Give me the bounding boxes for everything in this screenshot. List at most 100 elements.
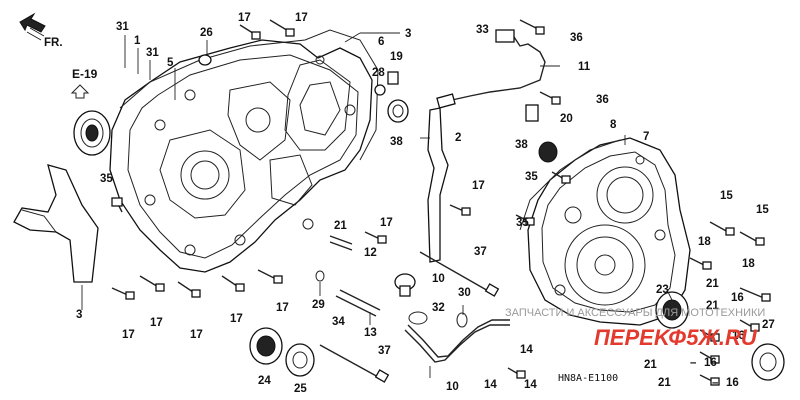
label-5: 5	[167, 57, 174, 69]
label-4: 3	[405, 28, 411, 40]
label-38a: 38	[390, 136, 403, 148]
label-17b: 17	[295, 12, 308, 24]
label-13: 13	[364, 327, 377, 339]
label-35c: 35	[100, 173, 113, 185]
label-17d: 17	[380, 217, 393, 229]
label-31b: 31	[146, 47, 159, 59]
front-arrow-icon	[19, 12, 46, 41]
washer-22	[302, 218, 314, 230]
label-17a: 17	[238, 12, 251, 24]
label-35b: 35	[516, 217, 529, 229]
label-14c: 14	[524, 379, 537, 391]
label-38b: 38	[515, 139, 528, 151]
shaft-13	[339, 289, 381, 311]
label-2: 2	[455, 132, 461, 144]
label-16a: 16	[731, 292, 744, 304]
o-ring-32	[408, 311, 428, 325]
watermark-logo: ΠΕΡΕΚΦ5Ж.RU	[594, 325, 758, 350]
label-20: 20	[560, 113, 573, 125]
label-10: 10	[446, 381, 459, 393]
oil-seal-38b	[538, 141, 558, 163]
label-33: 33	[476, 24, 489, 36]
leader-lines	[81, 32, 673, 378]
bolt-37a	[419, 251, 491, 293]
oil-seal-38	[387, 99, 409, 123]
label-36b: 36	[596, 94, 609, 106]
label-29: 29	[312, 299, 325, 311]
label-25: 25	[294, 383, 307, 395]
washer-30	[456, 312, 468, 328]
sensor-12	[329, 235, 353, 245]
label-17c: 17	[472, 180, 485, 192]
label-32: 32	[432, 302, 445, 314]
filler-cap	[394, 273, 416, 297]
label-37b: 37	[378, 345, 391, 357]
label-17g: 17	[190, 329, 203, 341]
label-37a: 37	[474, 246, 487, 258]
bearing-left	[73, 110, 111, 156]
label-35a: 35	[525, 171, 538, 183]
oil-pipe	[404, 324, 510, 363]
label-24: 24	[258, 375, 271, 387]
ref-label: E-19	[72, 67, 98, 81]
label-30: 30	[458, 287, 471, 299]
label-14a: 14	[520, 344, 533, 356]
label-21a: 21	[706, 278, 719, 290]
label-16d: 16	[726, 377, 739, 389]
label-36a: 36	[570, 32, 583, 44]
label-16-dash: –	[690, 357, 697, 369]
label-17i: 17	[122, 329, 135, 341]
label-21d: 21	[658, 377, 671, 389]
label-17e: 17	[276, 302, 289, 314]
up-arrow-icon	[70, 84, 90, 99]
watermark-text: ЗАПЧАСТИ И АКСЕССУАРЫ ДЛЯ МОТОТЕХНИКИ	[505, 307, 765, 319]
label-7: 7	[643, 131, 649, 143]
label-14b: 14	[484, 379, 497, 391]
label-27: 27	[762, 319, 775, 331]
bolt-37b	[319, 344, 381, 379]
oil-seal-right	[751, 343, 785, 381]
label-21c: 21	[644, 359, 657, 371]
part-labels: 31 1 31 5 26 17 17 3 6 19 28 33 36 11 36…	[76, 12, 775, 395]
plug-19	[387, 71, 399, 85]
label-17h: 17	[150, 317, 163, 329]
seal-26	[198, 54, 212, 66]
label-22: 21	[334, 220, 347, 232]
label-16c: 16	[704, 357, 717, 369]
label-15b: 15	[756, 204, 769, 216]
bearing-right	[655, 291, 689, 329]
label-1: 1	[134, 35, 141, 47]
gasket-right	[519, 139, 621, 231]
label-34: 34	[332, 316, 345, 328]
seal-28	[374, 84, 386, 96]
label-15a: 15	[720, 190, 733, 202]
label-12: 12	[364, 247, 377, 259]
label-28: 28	[372, 67, 385, 79]
bracket-2	[427, 107, 449, 263]
label-19: 19	[390, 51, 403, 63]
label-18a: 18	[698, 236, 711, 248]
bracket	[13, 164, 99, 283]
bearing-bottom	[249, 327, 283, 365]
label-16b: 16	[732, 330, 745, 342]
front-label: FR.	[44, 37, 63, 49]
label-21b: 21	[706, 300, 719, 312]
label-8: 8	[610, 119, 617, 131]
label-6: 6	[378, 36, 384, 48]
label-17f: 17	[230, 313, 243, 325]
washer-29	[315, 270, 325, 282]
sensor-harness	[436, 29, 546, 122]
label-23: 23	[656, 284, 669, 296]
label-11: 11	[578, 61, 591, 73]
label-18b: 18	[742, 258, 755, 270]
label-26: 26	[200, 27, 213, 39]
crankcase-left	[109, 39, 373, 273]
oil-seal-bottom	[285, 343, 315, 377]
bolts	[111, 19, 771, 386]
label-3: 3	[76, 309, 82, 321]
label-9: 10	[432, 273, 445, 285]
label-16d-dash: –	[712, 377, 719, 389]
diagram-code: HN8A-E1100	[558, 373, 618, 384]
